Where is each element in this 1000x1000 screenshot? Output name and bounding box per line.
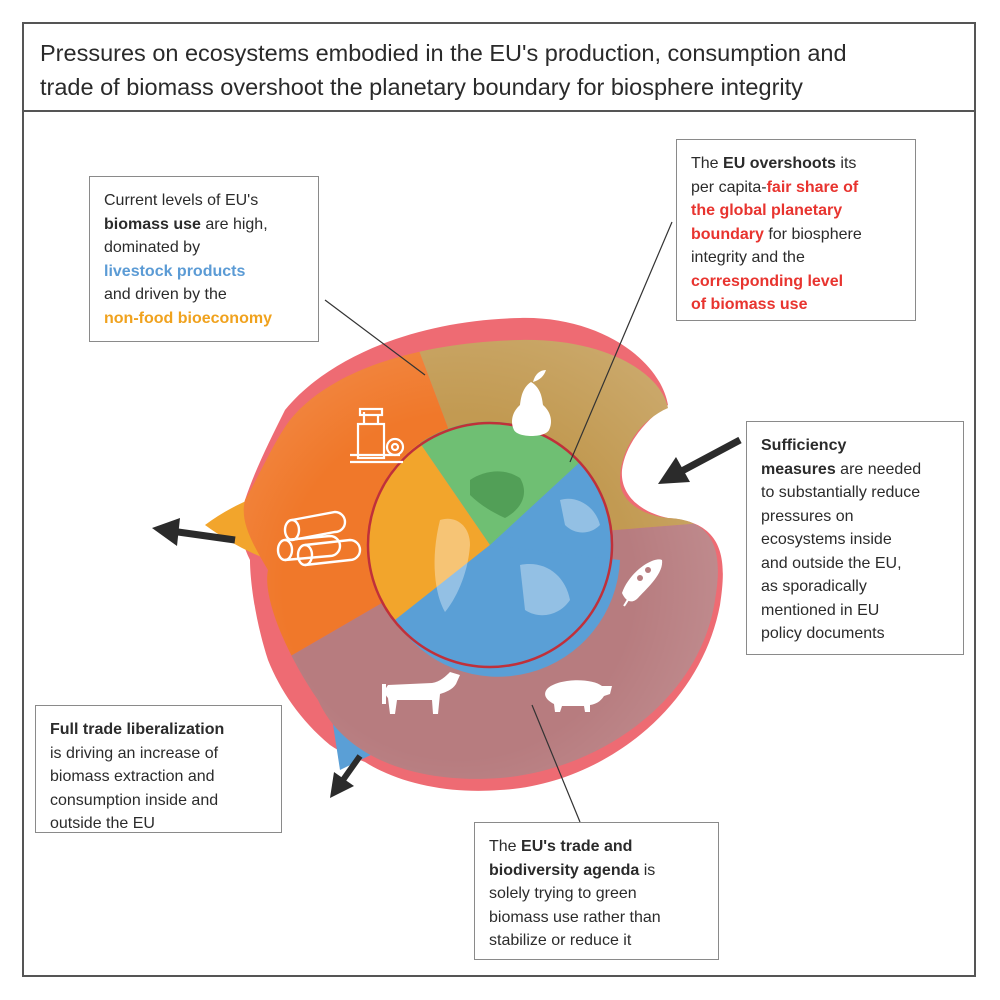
arrow-trade-down: [330, 754, 363, 798]
biomass-use-box: Current levels of EU's biomass use are h…: [89, 176, 319, 342]
eu-overshoots-term: EU overshoots: [723, 155, 836, 172]
livestock-products-term: livestock products: [104, 262, 246, 280]
trade-liberalization-term: Full trade liberalization: [50, 721, 225, 738]
title-line-2: trade of biomass overshoot the planetary…: [40, 74, 803, 100]
biomass-use-term: biomass use: [104, 215, 201, 233]
cow-icon: [382, 672, 460, 714]
leader-line-overshoot: [569, 221, 673, 463]
paper-mill-icon: [350, 407, 405, 464]
biomass-box-line-1: Current levels of EU's: [104, 192, 259, 209]
trade-liberalization-box: Full trade liberalization is driving an …: [35, 705, 282, 833]
arrow-sufficiency: [658, 436, 742, 484]
arrow-export-left: [152, 518, 236, 546]
figure-frame: [22, 22, 976, 977]
non-food-bioeconomy-term: non-food bioeconomy: [104, 309, 272, 327]
title-line-1: Pressures on ecosystems embodied in the …: [40, 40, 847, 66]
sufficiency-term: Sufficiency: [761, 437, 847, 454]
trade-biodiversity-agenda-box: The EU's trade and biodiversity agenda i…: [474, 822, 719, 960]
leader-line-biomass: [324, 299, 426, 376]
logs-icon: [276, 510, 362, 567]
eu-overshoot-box: The EU overshoots its per capita-fair sh…: [676, 139, 916, 321]
pear-icon: [512, 370, 551, 436]
soybean-icon: [622, 559, 663, 607]
figure-title: Pressures on ecosystems embodied in the …: [22, 22, 976, 112]
sufficiency-box: Sufficiency measures are needed to subst…: [746, 421, 964, 655]
pig-icon: [545, 680, 612, 712]
globe-icon: [366, 421, 620, 677]
trade-biodiversity-agenda-term: EU's trade and: [521, 838, 633, 855]
leader-line-agenda: [531, 704, 581, 823]
